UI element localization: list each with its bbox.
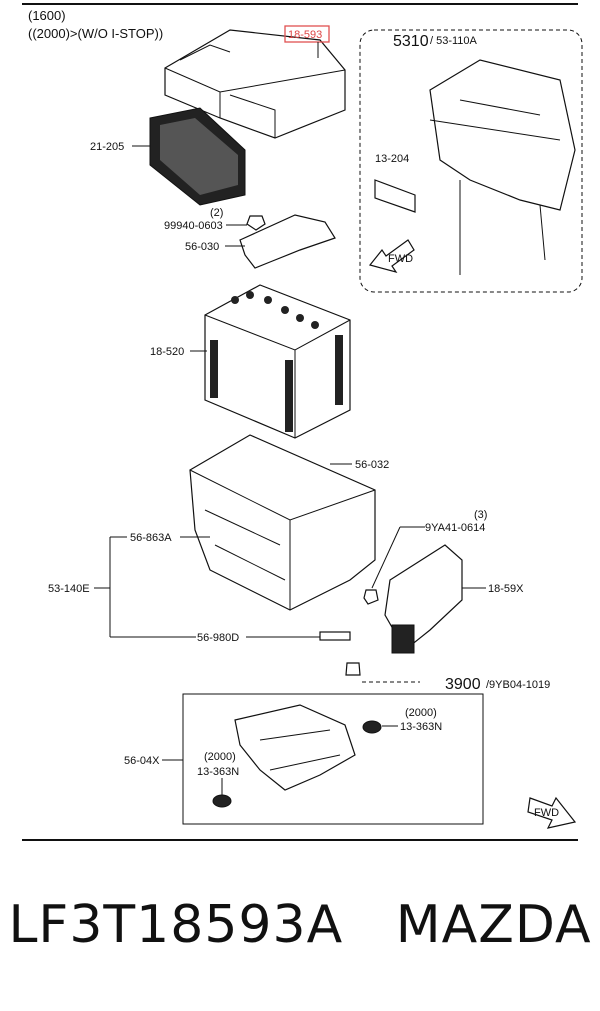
parts-diagram: (1600) ((2000)>(W/O I-STOP)) 18-593 21-2… <box>22 3 583 841</box>
battery-tray-part <box>189 434 376 611</box>
nut-icon <box>246 215 266 231</box>
battery-part <box>204 284 351 439</box>
ref-3900-sub: /9YB04-1019 <box>486 679 550 691</box>
label-18-520: 18-520 <box>150 346 184 358</box>
detail-box-56-04x <box>182 693 484 825</box>
side-plate-part <box>384 544 463 651</box>
label-99940-0603: 99940-0603 <box>164 220 223 232</box>
label-13-363n-left-note: (2000) <box>204 751 236 763</box>
label-13-363n-right: 13-363N <box>400 721 442 733</box>
bolt-lower-icon <box>345 662 361 676</box>
battery-clamp-part <box>239 214 336 269</box>
part-56-980d <box>319 631 351 641</box>
label-56-030: 56-030 <box>185 241 219 253</box>
detail-box-5310 <box>359 29 583 293</box>
label-13-363n-left: 13-363N <box>197 766 239 778</box>
label-99940-qty: (2) <box>210 207 223 219</box>
body-frame-part <box>429 59 576 275</box>
label-13-204: 13-204 <box>375 153 409 165</box>
label-56-863a: 56-863A <box>130 532 172 544</box>
label-56-04x: 56-04X <box>124 755 160 767</box>
label-9ya41-0614: 9YA41-0614 <box>425 522 485 534</box>
label-53-140e: 53-140E <box>48 583 90 595</box>
label-56-032: 56-032 <box>355 459 389 471</box>
header-line-1: (1600) <box>28 8 66 23</box>
ref-3900: 3900 <box>445 676 481 693</box>
fwd-arrow-bottom <box>527 796 577 829</box>
part-number-caption: LF3T18593A MAZDA <box>8 895 592 955</box>
svg-text:FWD: FWD <box>388 253 413 265</box>
label-21-205: 21-205 <box>90 141 124 153</box>
label-18-593[interactable]: 18-593 <box>288 29 322 41</box>
label-9ya41-qty: (3) <box>474 509 487 521</box>
header-line-2: ((2000)>(W/O I-STOP)) <box>28 26 163 41</box>
washer-right-icon <box>362 720 382 734</box>
label-13-363n-right-note: (2000) <box>405 707 437 719</box>
svg-text:FWD: FWD <box>534 807 559 819</box>
label-56-980d: 56-980D <box>197 632 239 644</box>
fwd-arrow-top <box>368 239 415 273</box>
washer-left-icon <box>212 794 232 808</box>
part-13-204 <box>374 179 416 213</box>
bracket-part <box>234 704 356 791</box>
ref-5310: 5310 <box>393 33 429 50</box>
bolt-icon <box>363 589 379 605</box>
ref-5310-sub: / 53-110A <box>430 35 478 47</box>
battery-cover-part <box>164 29 346 139</box>
highlight-box[interactable] <box>284 25 330 43</box>
part-21-205 <box>149 107 246 206</box>
label-18-59x: 18-59X <box>488 583 524 595</box>
